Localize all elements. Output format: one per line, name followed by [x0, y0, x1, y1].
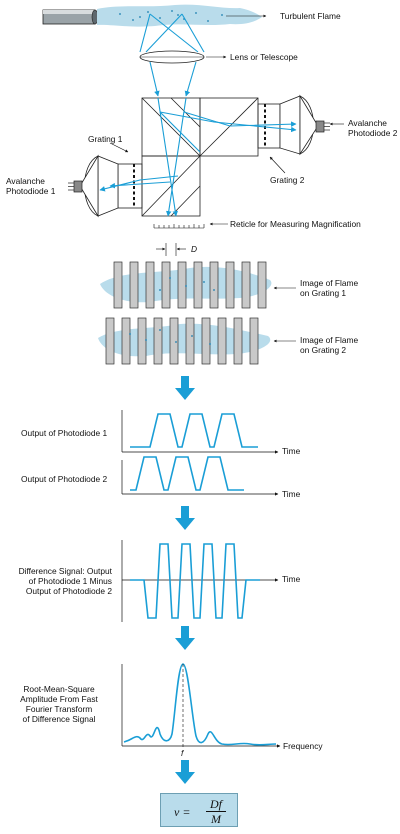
flow-arrow [175, 506, 195, 530]
grating-bar [153, 317, 163, 365]
flow-arrow [175, 760, 195, 784]
reticle-label: Reticle for Measuring Magnification [230, 219, 361, 229]
flame-particle [185, 285, 187, 287]
grating-2-label: Grating 2 [270, 175, 305, 185]
pd2-waveform [130, 456, 244, 491]
turbulent-flame [97, 4, 262, 27]
light-rays [99, 13, 297, 217]
flame-particle [159, 329, 161, 331]
flame-particle [129, 333, 131, 335]
flame-particle [175, 341, 177, 343]
difference-waveform [130, 543, 260, 619]
pd1-waveform [130, 413, 258, 448]
grating1-leader [109, 142, 129, 153]
d-dimension [156, 243, 186, 256]
pd2-signal-plot [121, 460, 279, 496]
flow-arrow [175, 376, 195, 400]
grating-bar [257, 261, 267, 309]
output-pd2-label: Output of Photodiode 2 [21, 474, 108, 484]
flow-arrow [175, 626, 195, 650]
time-axis-3-label: Time [282, 574, 301, 584]
grating-bar [169, 317, 179, 365]
velocity-formula-box: v = Df M [160, 793, 238, 827]
grating-bar [217, 317, 227, 365]
photodiode-2 [315, 120, 330, 133]
flame-particle [209, 343, 211, 345]
formula-denominator: M [211, 812, 221, 826]
formula-lhs: v = [174, 805, 191, 819]
frequency-axis-label: Frequency [283, 741, 323, 751]
spectrum-curve [123, 663, 277, 746]
grating-1-flame-image [100, 261, 272, 309]
difference-signal-label: Difference Signal: Output of Photodiode … [18, 566, 112, 596]
grating-bar [129, 261, 139, 309]
grating-1-label: Grating 1 [88, 134, 123, 144]
flame-particle [159, 289, 161, 291]
turbulent-flame-label: Turbulent Flame [280, 11, 341, 21]
photodiode-1-condenser [79, 154, 119, 218]
flame-particle [203, 281, 205, 283]
reticle [153, 224, 205, 229]
time-axis-1-label: Time [282, 446, 301, 456]
grating-bar [241, 261, 251, 309]
grating-bar [105, 317, 115, 365]
grating-bar [233, 317, 243, 365]
grating-bar [249, 317, 259, 365]
grating-bar [161, 261, 171, 309]
d-label: D [191, 244, 198, 254]
grating-bar [225, 261, 235, 309]
grating2-leader [269, 156, 286, 174]
image-grating-1-label: Image of Flame on Grating 1 [300, 278, 359, 298]
grating-bar [145, 261, 155, 309]
spectrum-plot [121, 664, 281, 748]
output-pd1-label: Output of Photodiode 1 [21, 428, 108, 438]
flame-particle [145, 339, 147, 341]
flame-particle [213, 289, 215, 291]
grating-bar [113, 261, 123, 309]
rms-label: Root-Mean-Square Amplitude From Fast Fou… [20, 684, 98, 724]
time-axis-2-label: Time [282, 489, 301, 499]
flame-particle [169, 277, 171, 279]
velocity-formula: v = Df M [161, 794, 239, 828]
grating-bar [121, 317, 131, 365]
grating-bar [137, 317, 147, 365]
photodiode-1-label: Avalanche Photodiode 1 [6, 176, 56, 196]
lens-label: Lens or Telescope [230, 52, 298, 62]
flame-particle [191, 335, 193, 337]
beam-splitter-assembly [117, 97, 281, 217]
grating-bar [177, 261, 187, 309]
formula-numerator: Df [210, 797, 222, 811]
grating-2-flame-image [98, 317, 271, 365]
image-grating-2-label: Image of Flame on Grating 2 [300, 335, 359, 355]
photodiode-2-label: Avalanche Photodiode 2 [348, 118, 398, 138]
fraction-bar [206, 811, 226, 812]
burner-tube [42, 9, 99, 25]
photodiode-2-condenser [279, 94, 319, 156]
grating-bar [209, 261, 219, 309]
f-label: f [181, 748, 184, 758]
photodiode-1 [68, 180, 83, 193]
pd1-signal-plot [121, 410, 279, 454]
grating-bar [201, 317, 211, 365]
grating-bar [185, 317, 195, 365]
grating-bar [193, 261, 203, 309]
